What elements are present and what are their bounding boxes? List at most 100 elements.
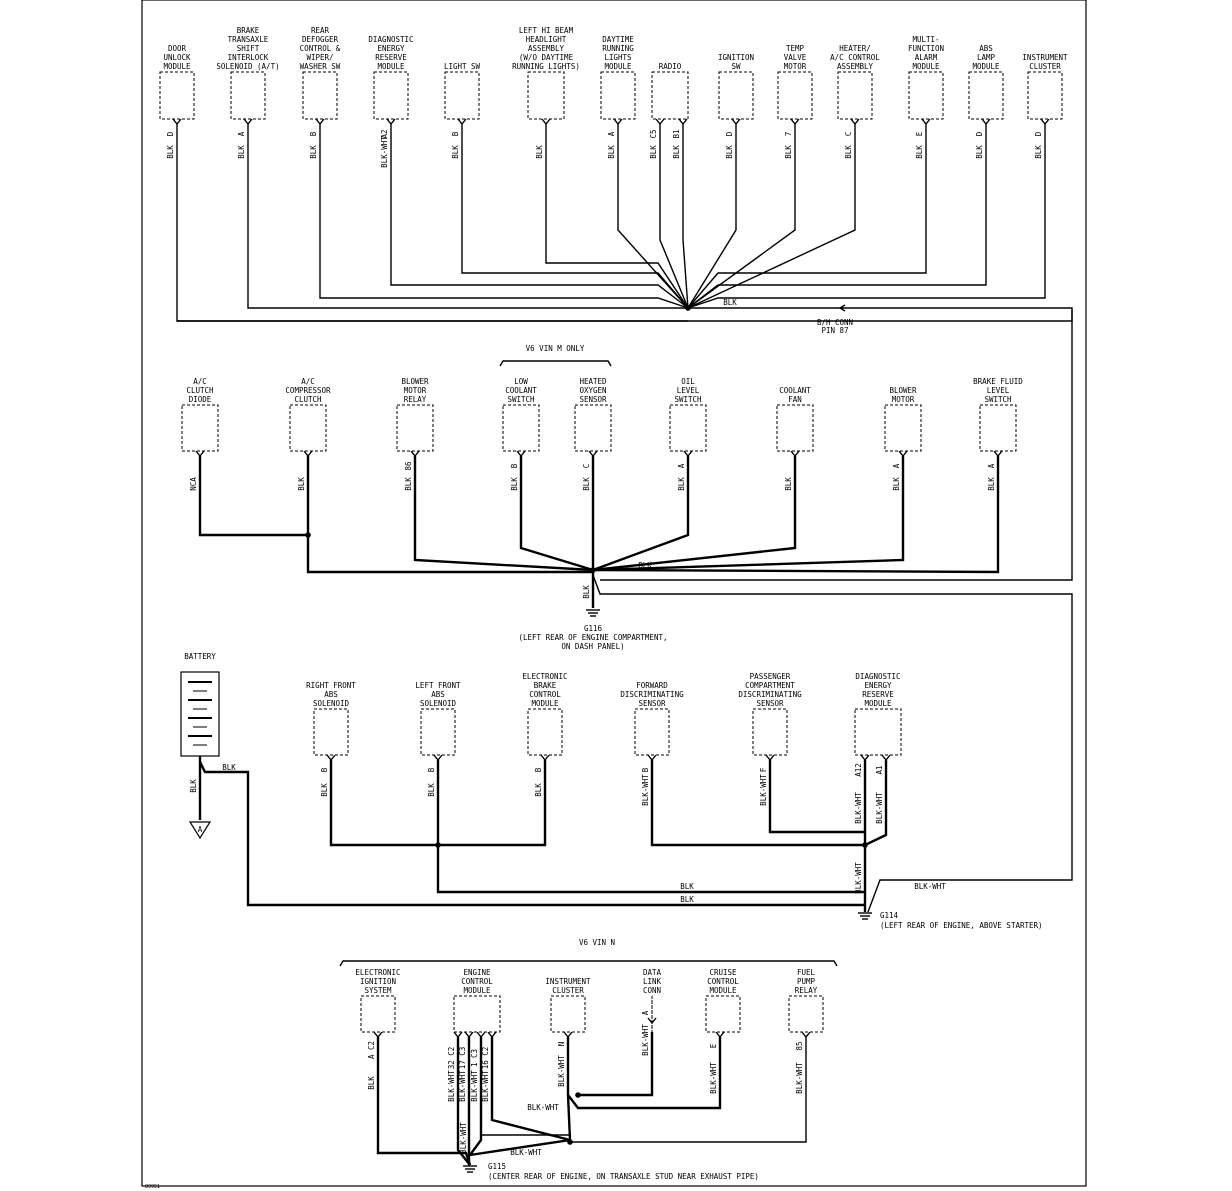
diag-a1-path [864,760,888,847]
blower_relay-wire: BLK [404,477,413,491]
bottom-blkwht-2: BLK-WHT [510,1148,542,1157]
g114-desc: (LEFT REAR OF ENGINE, ABOVE STARTER) [880,921,1043,930]
forward_sensor-box [634,708,670,756]
ignition_sw-pin: D [725,131,734,136]
g116-label: ON DASH PANEL) [561,642,624,651]
passenger_sensor-label: PASSENGER [750,672,791,681]
daytime_running-pin: A [607,131,616,136]
instrument_bottom-label: CLUSTER [552,986,584,995]
temp_valve-terminal [790,118,800,126]
v6-vin-n-bracket [339,960,838,967]
battery-ground-label: A [198,825,203,834]
abs_lamp-terminal [981,118,991,126]
battery-ground-symbol [188,821,212,840]
labels: DOORUNLOCKMODULEDBLKBRAKETRANSAXLESHIFTI… [145,26,1068,1190]
abs_lamp-wire: BLK [975,145,984,159]
passenger_sensor-label: DISCRIMINATING [738,690,802,699]
fp-terminal [801,1031,811,1039]
ac_compressor-wire: BLK [297,477,306,491]
low_coolant-label: COOLANT [505,386,537,395]
light_sw-pin: B [451,131,460,136]
blower_motor-wire-path [592,456,905,572]
ac_compressor-wire-path [306,456,593,574]
left_front_abs-pin: B [427,767,436,772]
brake_fluid-wire: BLK [987,477,996,491]
ei-pin: A C2 [367,1041,376,1059]
ecm-label: MODULE [463,986,491,995]
left_front_abs-terminal [433,754,443,762]
temp_valve-box [777,71,813,120]
radio-b1-terminal [678,118,688,126]
blower_motor-label: MOTOR [892,395,915,404]
forward_sensor-label: DISCRIMINATING [620,690,684,699]
ignition_sw-terminal [731,118,741,126]
lower-blkwht-vert: BLK-WHT [854,862,863,894]
ei-terminal [373,1031,383,1039]
ignition_sw-box [718,71,754,120]
ebcm-pin: B [534,767,543,772]
coolant_fan-box [776,404,814,452]
v6-vin-m-bracket [499,360,612,367]
abs_lamp-label: ABS [979,44,993,53]
blower_motor-terminal [898,450,908,458]
ecm-wire-label-1: BLK-WHT [458,1070,467,1102]
ecm-pin-label-1: 17 C3 [458,1047,467,1070]
oil_level-label: SWITCH [674,395,702,404]
heated_oxygen-label: HEATED [579,377,607,386]
left_hi_beam-label: RUNNING LIGHTS) [512,62,580,71]
multi_function-box [908,71,944,120]
ecm-pin-2-terminal [476,1031,486,1039]
temp_valve-label: TEMP [786,44,805,53]
right_front_abs-label: SOLENOID [313,699,350,708]
left_hi_beam-box [527,71,565,120]
diag_energy_mid-box [854,708,902,756]
right_front_abs-wire: BLK [320,783,329,797]
diag-a1-terminal [881,754,891,762]
ignition_sw-label: SW [731,62,741,71]
wires [172,118,1073,1173]
diag_energy_mid-label: MODULE [864,699,892,708]
oil_level-label: LEVEL [677,386,700,395]
ecm-wire-label-0: BLK-WHT [447,1070,456,1102]
ecm-label: ENGINE [463,968,491,977]
rear_defogger-label: WIPER/ [306,53,333,62]
brake_transaxle-label: SOLENOID (A/T) [216,62,279,71]
data_link-label: CONN [643,986,661,995]
ib-terminal [563,1031,573,1039]
dlc-path [578,1032,654,1097]
door_unlock-pin: D [166,131,175,136]
forward_sensor-wire: BLK-WHT [641,774,650,806]
top-to-mid-wire [600,307,1073,581]
ebcm-label: CONTROL [529,690,561,699]
radio-box [651,71,689,120]
blower_relay-label: MOTOR [404,386,427,395]
brake_fluid-terminal [993,450,1003,458]
diag-wire2: BLK-WHT [875,792,884,824]
ac_clutch_diode-label: CLUTCH [186,386,214,395]
lower-splice [862,842,868,848]
ecm-wire-label-2: BLK-WHT [470,1070,479,1102]
diag_energy_top-box [373,71,409,120]
fp-wire: BLK-WHT [795,1062,804,1094]
blower_motor-wire: BLK [892,477,901,491]
g115-desc: (CENTER REAR OF ENGINE, ON TRANSAXLE STU… [488,1172,759,1181]
g114-label: G114 [880,911,899,920]
low_coolant-wire-path [519,456,594,572]
door_unlock-box [159,71,195,120]
bottom-blkwht-1: BLK-WHT [527,1103,559,1112]
diagram-frame [141,0,1087,1187]
oil_level-terminal [683,450,693,458]
light_sw-box [444,71,480,120]
abs_lamp-label: LAMP [977,53,996,62]
radio-wire2: BLK [672,145,681,159]
coolant_fan-label: FAN [788,395,802,404]
heater_ac-box [837,71,873,120]
diag_energy_top-terminal [386,118,396,126]
instrument_top-label: INSTRUMENT [1022,53,1068,62]
left_hi_beam-label: LEFT HI BEAM [519,26,574,35]
multi_function-terminal [921,118,931,126]
blower_relay-box [396,404,434,452]
low_coolant-terminal [516,450,526,458]
daytime_running-label: RUNNING [602,44,634,53]
temp_valve-wire: BLK [784,145,793,159]
